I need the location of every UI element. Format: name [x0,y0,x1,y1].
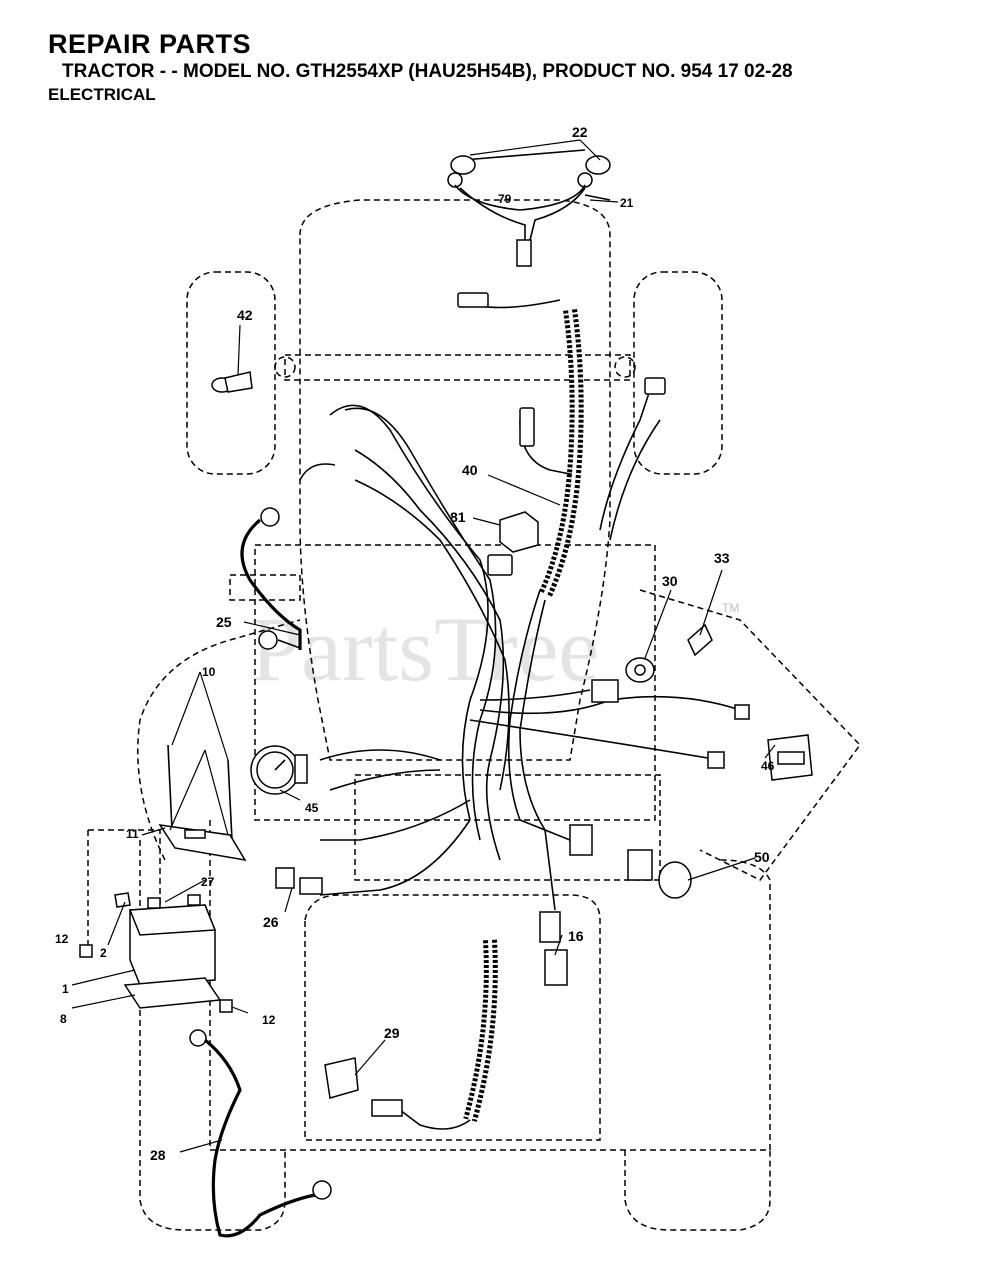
fuse-part-26 [275,867,323,895]
callout-30: 30 [662,573,678,589]
main-harness [299,292,741,911]
callout-50: 50 [754,849,770,865]
callout-46: 46 [761,759,775,773]
headlight-harness [447,149,611,267]
battery-hold-down [158,744,247,862]
callout-16: 16 [568,928,584,944]
hour-meter-part-46 [767,734,813,781]
callout-2: 2 [100,946,107,960]
callout-leaders [71,139,776,1153]
coiled-loom-upper [538,309,584,598]
callout-27: 27 [201,875,215,889]
callout-33: 33 [714,550,730,566]
callout-81: 81 [450,509,466,525]
page-title: REPAIR PARTS [48,29,252,59]
pto-switch-part-50 [627,849,692,899]
cable-28 [189,1029,332,1238]
watermark-tm: TM [722,601,739,615]
callout-28: 28 [150,1147,166,1163]
callout-42: 42 [237,307,253,323]
callout-11: 11 [126,827,139,841]
connector-right-2 [707,751,725,769]
callout-21: 21 [620,196,634,210]
model-subtitle: TRACTOR - - MODEL NO. GTH2554XP (HAU25H5… [62,61,793,82]
part-42-clip [211,371,253,393]
page-header: REPAIR PARTS TRACTOR - - MODEL NO. GTH25… [48,28,793,106]
callout-29: 29 [384,1025,400,1041]
connector-right-1 [734,704,750,720]
callout-12-right: 12 [262,1013,276,1027]
callout-40: 40 [462,462,478,478]
watermark-text: PartsTree [250,598,599,700]
callout-79: 79 [498,192,512,206]
callout-25: 25 [216,614,232,630]
plug-part-16 [539,911,568,986]
nut-part-12 [79,944,233,1013]
battery-part-1 [114,892,217,986]
callout-12-left: 12 [55,932,69,946]
callout-45: 45 [305,801,319,815]
callout-26: 26 [263,914,279,930]
callout-labels: 22 79 21 42 40 81 33 30 25 10 11 45 46 2… [55,124,775,1163]
switch-part-33 [687,623,713,657]
relay-part-81 [487,511,539,576]
section-title: ELECTRICAL [48,85,156,104]
callout-1: 1 [62,982,69,996]
callout-10: 10 [202,665,216,679]
coiled-loom-lower [399,939,498,1130]
ignition-switch-part-30 [591,657,655,703]
solenoid-part-29 [324,1057,403,1117]
callout-8: 8 [60,1012,67,1026]
connector-block [569,824,593,856]
cable-25 [240,507,302,650]
callout-22: 22 [572,124,588,140]
gauge-part-45 [250,745,308,795]
